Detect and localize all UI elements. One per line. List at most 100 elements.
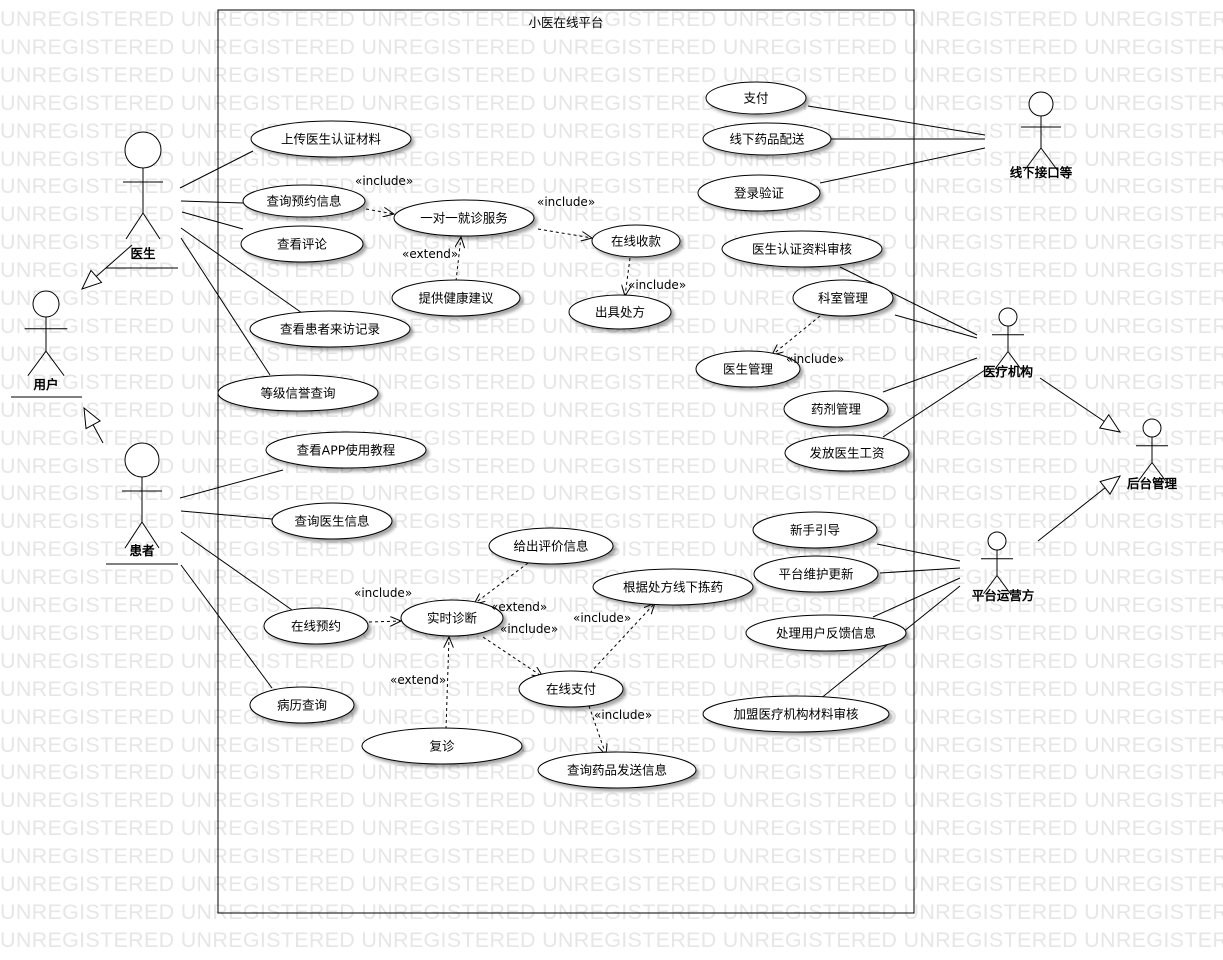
actor-patient[interactable]	[122, 442, 162, 549]
actor-name-offline-interface: 线下接口等	[1010, 165, 1073, 180]
use-case-online-payment[interactable]: 在线支付	[518, 670, 624, 708]
use-case-ellipse	[697, 174, 821, 212]
use-case-query-doctor-info[interactable]: 查询医生信息	[271, 502, 393, 540]
actor-head	[1142, 418, 1162, 438]
association-line	[180, 227, 303, 314]
use-case-pay-salary[interactable]: 发放医生工资	[784, 434, 910, 472]
use-case-platform-maintenance[interactable]: 平台维护更新	[753, 555, 879, 593]
use-case-one-on-one[interactable]: 一对一就诊服务	[393, 199, 535, 237]
use-case-ellipse	[792, 279, 894, 317]
use-case-drug-shipping[interactable]: 查询药品发送信息	[537, 751, 697, 789]
use-case-label: 提供健康建议	[418, 291, 494, 306]
stereotype-include: «include»	[500, 622, 558, 636]
actor-name-patient: 患者	[129, 543, 155, 558]
use-case-label: 发放医生工资	[809, 446, 884, 461]
association-lines	[81, 105, 1122, 755]
actor-leg	[142, 212, 161, 240]
generalization-arrow	[1039, 377, 1122, 433]
actor-name-medical-institution: 医疗机构	[983, 364, 1033, 379]
use-case-cert-review[interactable]: 医生认证资料审核	[721, 230, 883, 268]
use-case-credit-query[interactable]: 等级信誉查询	[217, 374, 379, 412]
actor-doctor[interactable]	[123, 131, 163, 240]
association-line	[181, 211, 244, 230]
use-case-label: 查看评论	[277, 237, 328, 252]
use-case-ellipse	[702, 695, 890, 733]
association-line	[839, 266, 978, 336]
use-case-ellipse	[753, 555, 879, 593]
use-case-pay[interactable]: 支付	[705, 81, 807, 115]
use-case-login-verify[interactable]: 登录验证	[697, 174, 821, 212]
use-case-ellipse	[783, 390, 889, 428]
use-case-label: 线下药品配送	[729, 132, 805, 147]
use-case-view-patient-records[interactable]: 查看患者来访记录	[249, 310, 411, 348]
use-case-ellipse	[400, 599, 504, 637]
actors	[24, 91, 1168, 595]
use-case-prescribe[interactable]: 出具处方	[568, 294, 672, 330]
use-case-offline-delivery[interactable]: 线下药品配送	[702, 122, 832, 156]
use-case-realtime-diagnosis[interactable]: 实时诊断	[400, 599, 504, 637]
use-case-ellipse	[702, 122, 832, 156]
actor-backend-admin[interactable]	[1136, 418, 1168, 482]
use-case-label: 根据处方线下拣药	[623, 580, 723, 595]
use-case-follow-up[interactable]: 复诊	[361, 727, 523, 765]
use-case-online-charge[interactable]: 在线收款	[591, 224, 681, 258]
actor-leg	[45, 350, 65, 377]
system-title: 小医在线平台	[528, 15, 603, 30]
use-case-institution-review[interactable]: 加盟医疗机构材料审核	[702, 695, 890, 733]
association-line	[180, 531, 293, 611]
use-case-label: 加盟医疗机构材料审核	[733, 707, 859, 722]
stereotype-extend: «extend»	[402, 247, 458, 261]
use-case-newbie-guide[interactable]: 新手引导	[752, 511, 878, 549]
use-case-label: 查询预约信息	[266, 194, 341, 209]
actor-head	[124, 131, 162, 169]
use-case-ellipse	[393, 199, 535, 237]
use-case-offline-pickup[interactable]: 根据处方线下拣药	[592, 568, 754, 606]
stereotype-include: «include»	[573, 611, 631, 625]
actor-leg	[994, 351, 1009, 371]
actor-user[interactable]	[24, 290, 68, 377]
use-case-ellipse	[263, 607, 369, 645]
actor-medical-institution[interactable]	[992, 307, 1024, 371]
use-case-records-query[interactable]: 病历查询	[249, 686, 355, 724]
actor-leg	[125, 212, 144, 240]
actor-head	[1028, 91, 1054, 117]
use-case-label: 出具处方	[595, 305, 645, 320]
use-case-app-tutorial[interactable]: 查看APP使用教程	[265, 431, 427, 469]
use-case-label: 上传医生认证材料	[281, 132, 382, 147]
use-case-handle-feedback[interactable]: 处理用户反馈信息	[745, 614, 907, 652]
use-case-dept-mgmt[interactable]: 科室管理	[792, 279, 894, 317]
association-line	[894, 314, 978, 339]
use-case-query-appointment-info[interactable]: 查询预约信息	[242, 184, 366, 218]
use-case-label: 支付	[743, 91, 768, 106]
use-case-label: 实时诊断	[427, 611, 477, 626]
stereotype-include: «include»	[594, 708, 652, 722]
use-case-ellipse	[249, 310, 411, 348]
stereotype-extend: «extend»	[491, 600, 547, 614]
use-case-ellipse	[240, 225, 364, 263]
use-case-doctor-mgmt[interactable]: 医生管理	[695, 350, 801, 388]
actor-name-backend-admin: 后台管理	[1127, 476, 1178, 491]
association-line	[819, 147, 986, 184]
use-case-label: 病历查询	[277, 698, 327, 713]
use-case-label: 查询药品发送信息	[567, 763, 667, 778]
stereotype-extend: «extend»	[390, 673, 446, 687]
use-case-upload-cert[interactable]: 上传医生认证材料	[250, 120, 412, 158]
actor-head	[998, 307, 1018, 327]
use-case-online-booking[interactable]: 在线预约	[263, 607, 369, 645]
dependency-arrow	[456, 237, 461, 282]
use-case-health-advice[interactable]: 提供健康建议	[391, 279, 521, 317]
actor-name-platform-operator: 平台运营方	[972, 588, 1035, 603]
stereotype-include: «include»	[355, 174, 413, 188]
actor-offline-interface[interactable]	[1021, 91, 1061, 172]
use-case-label: 在线预约	[291, 619, 341, 634]
dependency-arrow	[537, 228, 592, 238]
use-case-view-reviews[interactable]: 查看评论	[240, 225, 364, 263]
use-case-label: 查看APP使用教程	[297, 443, 396, 458]
use-case-pharmacy-mgmt[interactable]: 药剂管理	[783, 390, 889, 428]
use-case-give-review[interactable]: 给出评价信息	[488, 527, 614, 565]
actor-leg	[1023, 147, 1042, 172]
use-case-label: 新手引导	[790, 523, 840, 538]
association-line	[879, 567, 961, 574]
actor-platform-operator[interactable]	[981, 531, 1013, 595]
